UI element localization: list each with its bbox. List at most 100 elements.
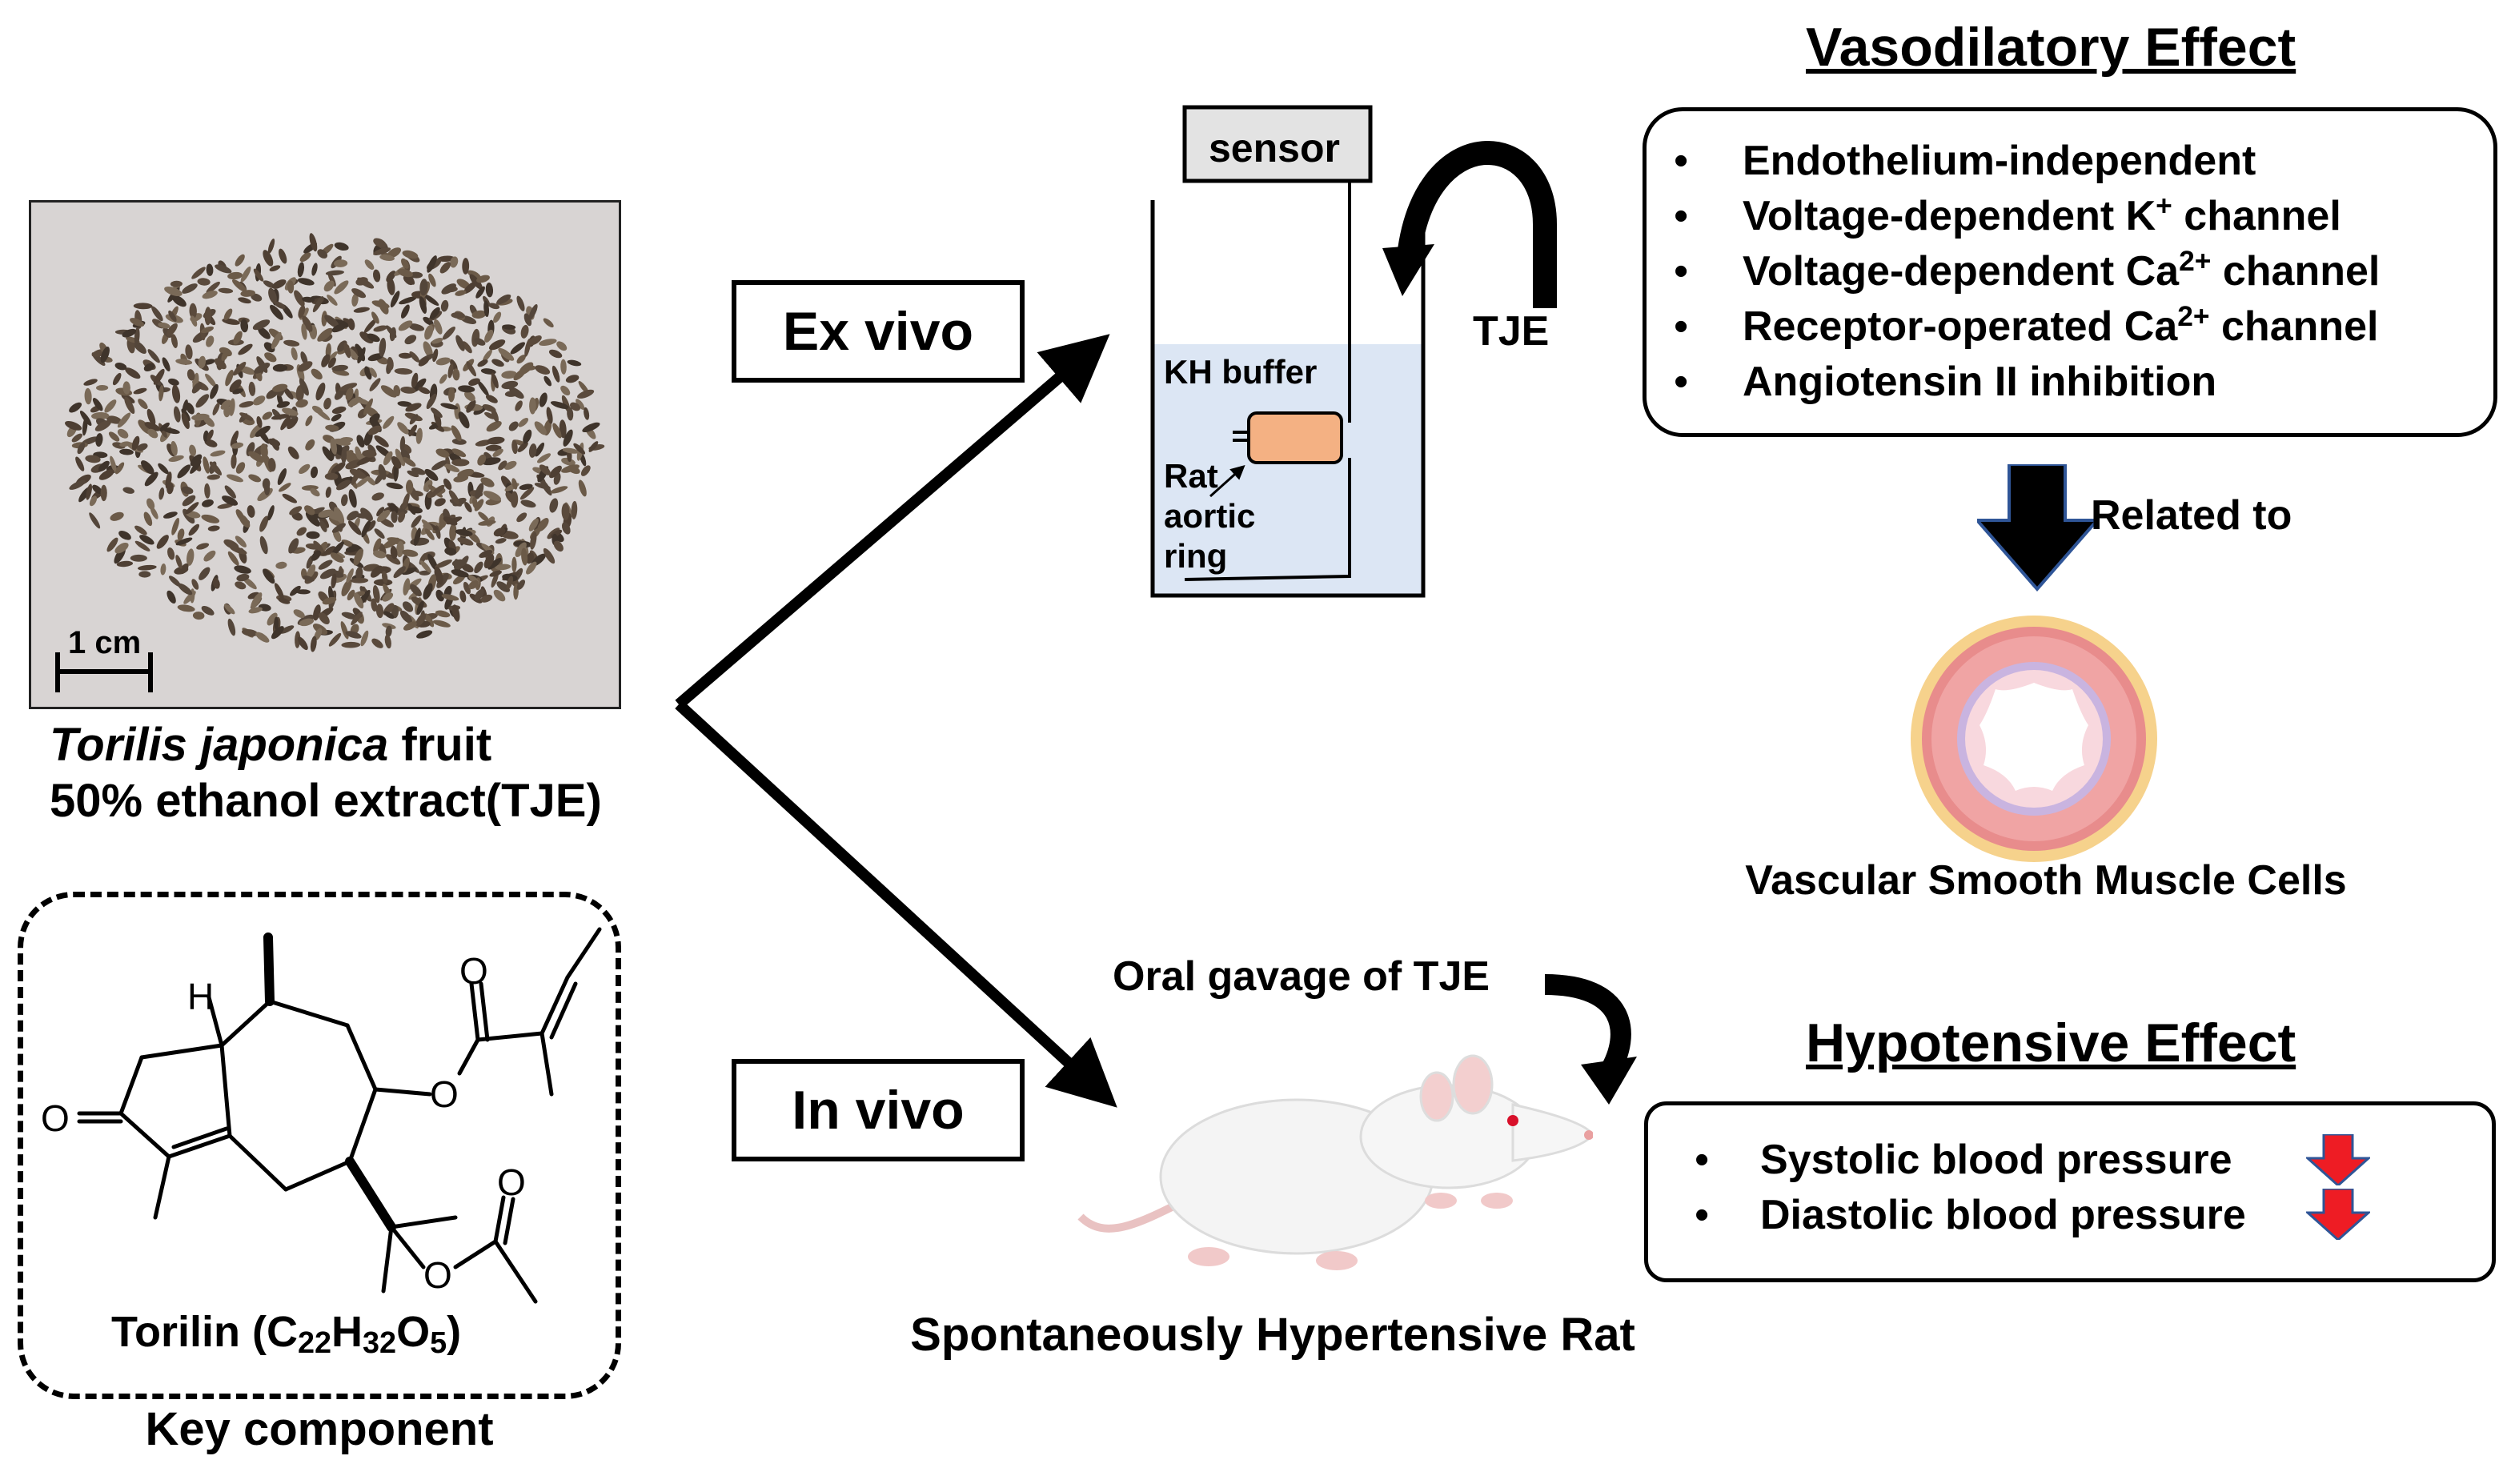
seed <box>479 550 493 558</box>
seed <box>227 551 239 566</box>
seed <box>186 403 195 415</box>
seed <box>313 540 324 553</box>
seed <box>324 472 339 480</box>
seed <box>516 580 526 590</box>
seed <box>543 547 556 564</box>
seed <box>311 368 323 380</box>
seed <box>427 255 437 273</box>
seed <box>563 429 573 447</box>
seed <box>376 507 385 516</box>
seed <box>402 549 419 557</box>
seed <box>235 535 247 547</box>
seed <box>143 511 153 527</box>
seed <box>232 388 244 395</box>
seed <box>162 357 170 371</box>
seed <box>271 626 284 640</box>
drug-label: TJE <box>1473 308 1550 355</box>
seed <box>310 466 319 479</box>
seed <box>393 566 406 579</box>
seed <box>461 563 474 573</box>
seed <box>372 269 381 283</box>
seed <box>354 592 364 609</box>
seed <box>573 443 586 455</box>
seed <box>534 483 551 490</box>
seed <box>289 506 303 515</box>
seed <box>464 502 472 513</box>
seed <box>263 250 274 267</box>
seed <box>233 361 247 376</box>
seed <box>318 560 333 570</box>
seed <box>268 458 276 472</box>
seed <box>304 505 315 515</box>
plant-caption-line1: Torilis japonica fruit <box>50 719 491 772</box>
seed <box>151 306 163 322</box>
seed <box>443 463 460 472</box>
seed <box>520 324 529 339</box>
seed <box>141 460 154 475</box>
seed <box>447 387 455 403</box>
gavage-arrow-icon <box>1544 974 1637 1105</box>
seed <box>381 571 388 584</box>
seed <box>279 483 291 492</box>
seed <box>431 460 447 471</box>
seed <box>209 461 222 476</box>
seed <box>227 474 243 483</box>
seed <box>106 537 118 552</box>
seed <box>274 616 279 631</box>
seed <box>435 610 451 618</box>
seed <box>191 579 199 590</box>
seed <box>146 498 155 510</box>
seed <box>260 443 268 459</box>
seed <box>398 511 406 523</box>
seed <box>175 359 193 365</box>
seed <box>448 490 459 505</box>
seed <box>110 455 117 473</box>
seed <box>79 410 92 427</box>
seed <box>409 414 419 425</box>
seed <box>263 482 271 495</box>
seed <box>435 589 444 602</box>
seed <box>225 370 234 387</box>
seed <box>122 381 130 395</box>
seed <box>462 341 472 354</box>
seed <box>399 352 412 359</box>
seed <box>489 570 502 577</box>
seed <box>191 267 206 279</box>
seed <box>373 550 387 559</box>
seed <box>519 483 533 491</box>
seed <box>227 271 243 280</box>
seed <box>331 541 344 556</box>
down-arrow-icon <box>1977 464 2097 592</box>
seed <box>89 512 101 529</box>
seed <box>535 365 551 375</box>
seed <box>477 380 489 396</box>
seed <box>356 435 365 448</box>
seed <box>322 596 337 605</box>
atom-h-label: H <box>187 976 214 1017</box>
seed <box>399 435 406 451</box>
seed <box>442 326 455 340</box>
seed <box>187 369 195 381</box>
seed <box>518 418 529 427</box>
seed <box>233 331 243 345</box>
seed <box>134 525 147 535</box>
seed <box>297 361 313 372</box>
seed <box>588 441 599 452</box>
seed <box>251 293 263 302</box>
seed <box>236 573 250 582</box>
seed <box>95 433 103 447</box>
seed <box>269 265 281 272</box>
seed <box>250 423 263 439</box>
seed <box>530 531 537 550</box>
seed <box>333 438 351 446</box>
seed <box>150 506 158 519</box>
seed <box>356 455 374 466</box>
seed <box>297 262 305 278</box>
seed <box>455 290 467 296</box>
seed <box>468 580 479 590</box>
seed <box>167 547 175 560</box>
seed <box>488 339 506 351</box>
seed <box>331 364 348 371</box>
seed <box>94 419 111 431</box>
seed <box>397 422 409 435</box>
